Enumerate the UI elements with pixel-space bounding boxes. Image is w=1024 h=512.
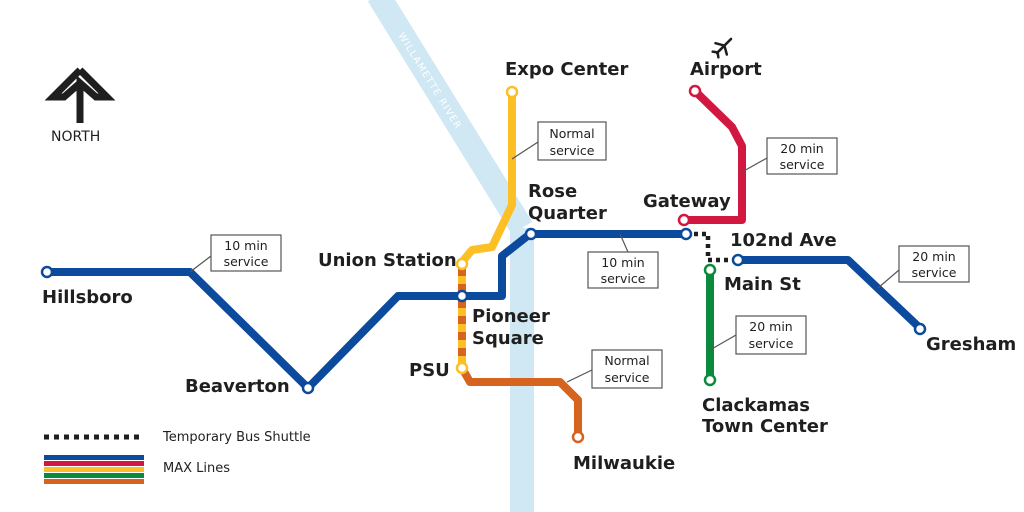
legend-max-lines-label: MAX Lines (163, 461, 230, 476)
label-gresham: Gresham (926, 334, 1016, 355)
svg-text:Normal: Normal (604, 353, 649, 368)
label-pioneer-square-1: Pioneer (472, 306, 550, 327)
yellow-line (458, 88, 516, 372)
legend-max-color-stripe (44, 467, 144, 472)
label-main-st: Main St (724, 274, 801, 295)
svg-text:service: service (749, 336, 794, 351)
svg-text:10 min: 10 min (224, 238, 267, 253)
north-arrow-icon (44, 67, 116, 123)
callout-milwaukie: Normal service (566, 349, 663, 389)
stop-airport[interactable] (688, 84, 702, 98)
legend-shuttle-label: Temporary Bus Shuttle (162, 430, 311, 445)
callout-expo: Normal service (511, 121, 607, 161)
callout-rose: 10 min service (587, 233, 659, 289)
stop-milwaukie[interactable] (571, 430, 585, 444)
stop-pioneer-square[interactable] (455, 289, 469, 303)
legend-max-color-stripe (44, 473, 144, 478)
orange-line (458, 364, 582, 441)
stop-gateway-blue[interactable] (679, 227, 693, 241)
svg-text:Normal: Normal (549, 126, 594, 141)
label-union-station: Union Station (318, 250, 457, 271)
svg-text:service: service (224, 254, 269, 269)
callout-green: 20 min service (709, 315, 807, 355)
stop-psu[interactable] (455, 361, 469, 375)
stop-main-st[interactable] (703, 263, 717, 277)
airplane-icon (711, 37, 733, 59)
label-clackamas-1: Clackamas (702, 395, 810, 416)
svg-text:service: service (550, 143, 595, 158)
label-hillsboro: Hillsboro (42, 287, 133, 308)
label-psu: PSU (409, 360, 450, 381)
svg-text:20 min: 20 min (912, 249, 955, 264)
label-airport: Airport (690, 59, 762, 80)
label-gateway: Gateway (643, 191, 731, 212)
svg-text:service: service (780, 157, 825, 172)
stop-expo-center[interactable] (505, 85, 519, 99)
river-label: WILLAMETTE RIVER (395, 31, 463, 132)
stop-gateway[interactable] (677, 213, 691, 227)
callout-west: 10 min service (189, 234, 282, 273)
north-arrow: NORTH (44, 67, 116, 145)
stop-hillsboro[interactable] (40, 265, 54, 279)
legend-max-lines-swatch (44, 455, 144, 484)
label-clackamas-2: Town Center (702, 416, 828, 437)
svg-text:service: service (605, 370, 650, 385)
stop-rose-quarter[interactable] (524, 227, 538, 241)
stop-clackamas[interactable] (703, 373, 717, 387)
svg-text:service: service (912, 265, 957, 280)
label-rose-quarter-1: Rose (528, 181, 577, 202)
north-label: NORTH (51, 129, 100, 145)
blue-line-west (43, 230, 690, 392)
bus-shuttle-path (686, 231, 738, 263)
callout-gresham: 20 min service (877, 245, 970, 289)
label-beaverton: Beaverton (185, 376, 290, 397)
legend-max-color-stripe (44, 461, 144, 466)
stop-beaverton[interactable] (301, 381, 315, 395)
legend: Temporary Bus Shuttle MAX Lines (44, 430, 311, 484)
stop-gresham[interactable] (913, 322, 927, 336)
label-expo-center: Expo Center (505, 59, 628, 80)
legend-max-color-stripe (44, 455, 144, 460)
stations (40, 84, 927, 444)
river-upper-segment (367, 0, 533, 235)
service-callouts: Normal service 20 min service 10 min ser… (189, 121, 970, 389)
stop-102nd-ave[interactable] (731, 253, 745, 267)
svg-text:20 min: 20 min (780, 141, 823, 156)
station-labels: Hillsboro Beaverton Union Station Pionee… (42, 59, 1016, 474)
label-102nd-ave: 102nd Ave (730, 230, 837, 251)
legend-max-color-stripe (44, 479, 144, 484)
stop-union-station[interactable] (455, 257, 469, 271)
callout-airport: 20 min service (741, 137, 838, 175)
label-pioneer-square-2: Square (472, 328, 544, 349)
label-milwaukie: Milwaukie (573, 453, 675, 474)
svg-text:10 min: 10 min (601, 255, 644, 270)
svg-text:service: service (601, 271, 646, 286)
red-line (680, 87, 746, 224)
blue-line-east (734, 256, 926, 334)
label-rose-quarter-2: Quarter (528, 203, 607, 224)
svg-text:20 min: 20 min (749, 319, 792, 334)
